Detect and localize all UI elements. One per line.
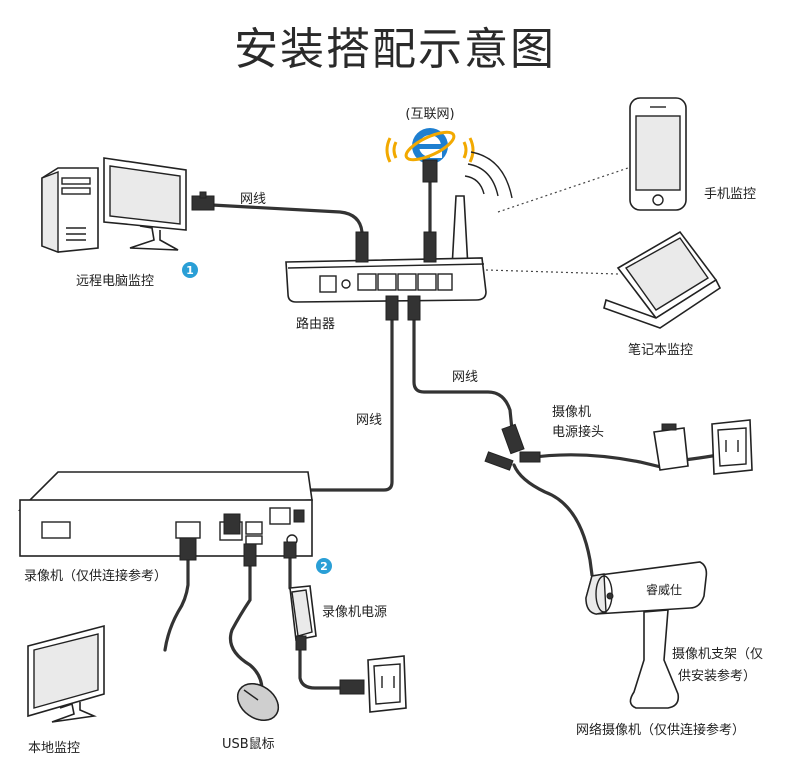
- nvr: [17, 471, 313, 567]
- network-camera: 睿威仕: [585, 561, 708, 709]
- router-label: 路由器: [296, 316, 335, 332]
- remote-pc: [41, 157, 215, 254]
- camera-power-adapter: [653, 423, 689, 471]
- badge-2: 2: [316, 558, 332, 574]
- cable-pc-router: [210, 203, 364, 264]
- badge-1: 1: [182, 262, 198, 278]
- nvr-label: 录像机（仅供连接参考）: [24, 568, 167, 584]
- nvr-power-outlet: [339, 655, 407, 713]
- nvr-power-supply: [289, 585, 317, 651]
- laptop-label: 笔记本监控: [628, 342, 693, 358]
- diagram-title: 安装搭配示意图: [234, 24, 556, 75]
- camera-connectors: [484, 423, 541, 471]
- camera-bracket-label-2: 供安装参考）: [678, 668, 756, 684]
- router: [285, 195, 487, 321]
- nvr-power-label: 录像机电源: [322, 605, 387, 620]
- cable-camera-power: [526, 453, 667, 470]
- local-monitor-label: 本地监控: [28, 741, 80, 756]
- cable-psu-outlet: [298, 638, 347, 690]
- camera-brand-label: 睿威仕: [646, 582, 682, 597]
- wifi-signal-icon: [464, 151, 513, 199]
- cable-camera-split: [512, 463, 594, 577]
- internet-explorer-icon: [385, 128, 475, 164]
- phone-label: 手机监控: [704, 187, 756, 202]
- camera-power-label-2: 电源接头: [552, 424, 604, 440]
- camera-power-outlet: [711, 419, 753, 475]
- cable-router-camera: [412, 298, 514, 432]
- camera-bracket-label-1: 摄像机支架（仅: [672, 647, 763, 662]
- usb-mouse-label: USB鼠标: [222, 737, 275, 752]
- cable-usb-mouse: [228, 563, 264, 692]
- laptop: [603, 230, 722, 329]
- cable-label-top: 网线: [240, 192, 266, 207]
- cable-vga-monitor: [163, 558, 190, 652]
- usb-mouse: [236, 683, 280, 721]
- remote-pc-label: 远程电脑监控: [76, 274, 154, 289]
- camera-power-label-1: 摄像机: [552, 405, 591, 420]
- tower-vents: [66, 227, 86, 241]
- cable-label-right: 网线: [452, 370, 478, 385]
- internet-label: (互联网): [405, 107, 454, 122]
- cable-label-mid: 网线: [356, 413, 382, 428]
- svg-text:1: 1: [186, 264, 194, 277]
- svg-text:2: 2: [320, 560, 328, 573]
- local-monitor: [27, 624, 105, 723]
- network-camera-label: 网络摄像机（仅供连接参考）: [576, 722, 745, 738]
- phone: [629, 97, 687, 211]
